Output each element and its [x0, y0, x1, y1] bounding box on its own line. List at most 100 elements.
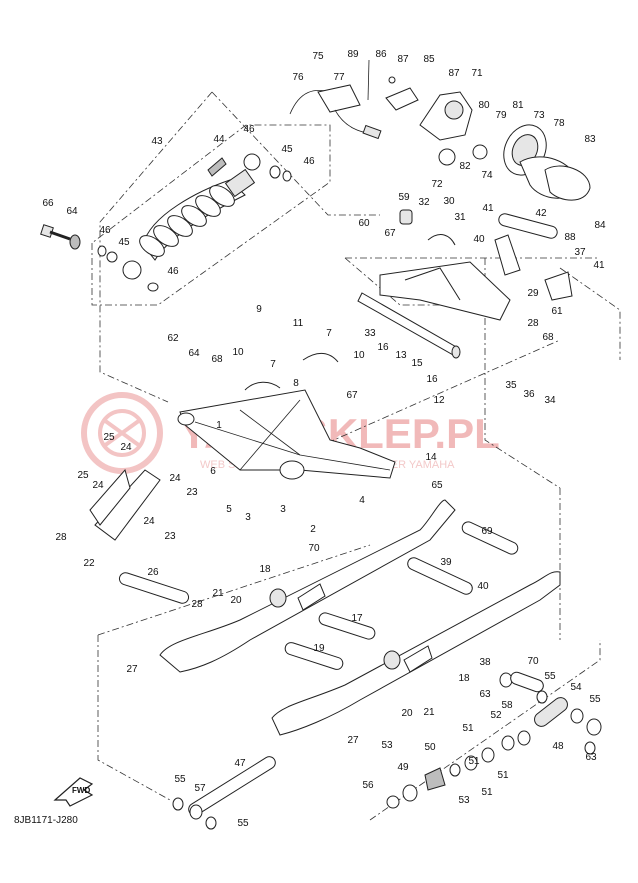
callout: 34 — [544, 395, 556, 406]
callout: 21 — [212, 588, 224, 599]
callout: 46 — [99, 225, 111, 236]
callout: 32 — [418, 197, 430, 208]
callout: 46 — [243, 124, 255, 135]
callout: 61 — [551, 306, 563, 317]
callout: 24 — [120, 442, 132, 453]
callout: 51 — [481, 787, 493, 798]
callout: 8 — [293, 378, 299, 389]
callout: 10 — [232, 347, 244, 358]
callout: 63 — [585, 752, 597, 763]
callout: 55 — [589, 694, 601, 705]
callout: 52 — [490, 710, 502, 721]
callout: 62 — [167, 333, 179, 344]
callout: 39 — [440, 557, 452, 568]
callout: 46 — [167, 266, 179, 277]
callout: 51 — [497, 770, 509, 781]
callout: 20 — [230, 595, 242, 606]
callout: 49 — [397, 762, 409, 773]
callout: 41 — [482, 203, 494, 214]
callout: 19 — [313, 643, 325, 654]
callout: 23 — [164, 531, 176, 542]
callout: 58 — [501, 700, 513, 711]
callout: 55 — [544, 671, 556, 682]
callout: 41 — [593, 260, 605, 271]
callout: 53 — [381, 740, 393, 751]
callout: 31 — [454, 212, 466, 223]
callout: 51 — [462, 723, 474, 734]
callout: 44 — [213, 134, 225, 145]
callout: 87 — [448, 68, 460, 79]
callout: 10 — [353, 350, 365, 361]
callout: 30 — [443, 196, 455, 207]
callout: 57 — [194, 783, 206, 794]
callout: 69 — [481, 526, 493, 537]
callout: 1 — [216, 420, 222, 431]
callout: 71 — [471, 68, 483, 79]
callout: 75 — [312, 51, 324, 62]
callout: 25 — [103, 432, 115, 443]
callout: 5 — [226, 504, 232, 515]
lower-hardware — [172, 671, 602, 830]
callout: 76 — [292, 72, 304, 83]
callout: 63 — [479, 689, 491, 700]
callout: 55 — [174, 774, 186, 785]
callout: 28 — [55, 532, 67, 543]
callout: 26 — [147, 567, 159, 578]
callout: 48 — [552, 741, 564, 752]
callout: 59 — [398, 192, 410, 203]
callout: 27 — [347, 735, 359, 746]
callout: 51 — [468, 756, 480, 767]
callout: 85 — [423, 54, 435, 65]
callout: 47 — [234, 758, 246, 769]
callout: 28 — [191, 599, 203, 610]
callout: 43 — [151, 136, 163, 147]
callout: 67 — [384, 228, 396, 239]
gear-housing — [419, 91, 591, 201]
callout: 24 — [143, 516, 155, 527]
callout: 78 — [553, 118, 565, 129]
callout: 50 — [424, 742, 436, 753]
callout: 53 — [458, 795, 470, 806]
callout: 81 — [512, 100, 524, 111]
callout: 18 — [458, 673, 470, 684]
callout: 35 — [505, 380, 517, 391]
callout: 24 — [169, 473, 181, 484]
callout: 45 — [281, 144, 293, 155]
callout: 40 — [473, 234, 485, 245]
callout: 80 — [478, 100, 490, 111]
shafts — [118, 292, 519, 816]
callout: 68 — [211, 354, 223, 365]
callout: 87 — [397, 54, 409, 65]
callout: 66 — [42, 198, 54, 209]
diagram-code: 8JB1171-J280 — [14, 815, 78, 826]
callout: 67 — [346, 390, 358, 401]
callout: 9 — [256, 304, 262, 315]
callout: 70 — [527, 656, 539, 667]
front-arm-assembly — [177, 353, 396, 480]
callout: 60 — [358, 218, 370, 229]
callout: 15 — [411, 358, 423, 369]
callout: 64 — [66, 206, 78, 217]
callout: 54 — [570, 682, 582, 693]
callout: 22 — [83, 558, 95, 569]
rear-arm-assembly — [379, 209, 573, 321]
callout: 56 — [362, 780, 374, 791]
callout-labels: 75 89 86 87 85 76 77 87 71 80 81 73 78 7… — [42, 49, 606, 829]
callout: 7 — [326, 328, 332, 339]
callout: 13 — [395, 350, 407, 361]
callout: 79 — [495, 110, 507, 121]
cable-assembly — [289, 59, 419, 140]
callout: 42 — [535, 208, 547, 219]
callout: 64 — [188, 348, 200, 359]
callout: 7 — [270, 359, 276, 370]
fwd-arrow-icon: FWD — [53, 777, 94, 807]
slide-rails — [159, 499, 561, 736]
callout: 25 — [77, 470, 89, 481]
callout: 68 — [542, 332, 554, 343]
link-plate — [89, 468, 161, 541]
callout: 3 — [245, 512, 251, 523]
fwd-label: FWD — [72, 786, 90, 795]
callout: 20 — [401, 708, 413, 719]
callout: 27 — [126, 664, 138, 675]
